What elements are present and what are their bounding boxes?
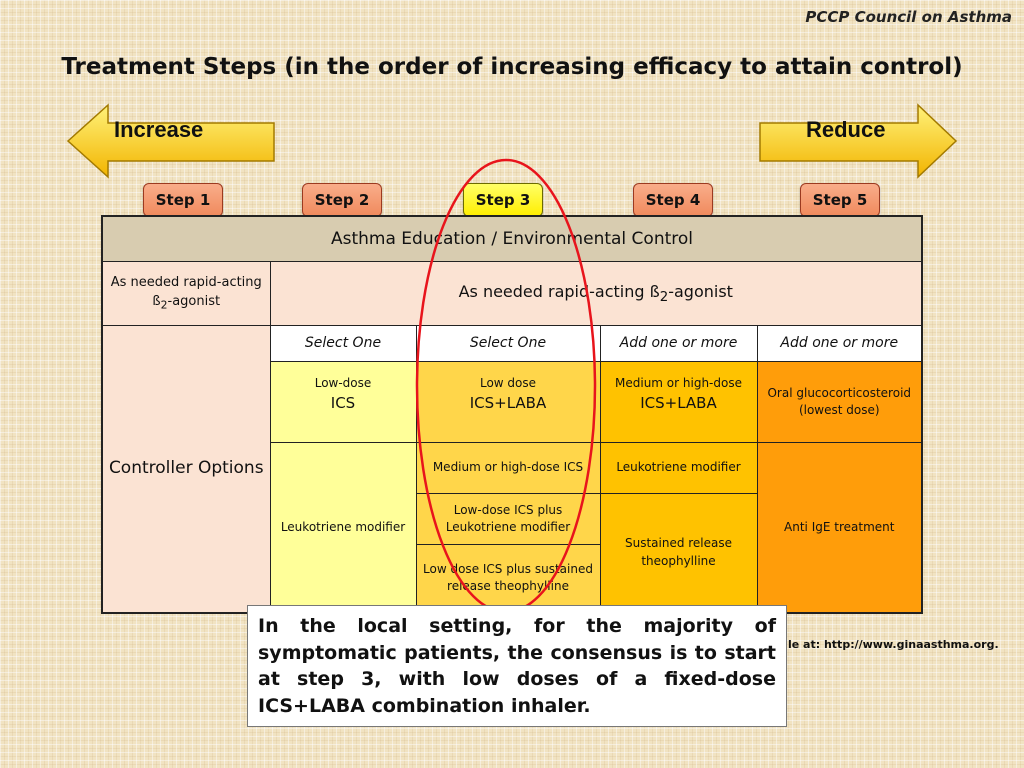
- step-3-button[interactable]: Step 3: [463, 183, 543, 217]
- step-4-button[interactable]: Step 4: [633, 183, 713, 217]
- select-header-step4: Add one or more: [599, 325, 758, 362]
- controller-options-label: Controller Options: [101, 325, 271, 613]
- rescue-step1-cell: As needed rapid-acting ß2-agonist: [101, 261, 271, 326]
- step2-leukotriene-cell: Leukotriene modifier: [269, 442, 417, 613]
- step-1-button[interactable]: Step 1: [143, 183, 223, 217]
- step4-sustained-theophylline-cell: Sustained release theophylline: [599, 493, 758, 613]
- step3-low-ics-leukotriene-cell: Low-dose ICS plus Leukotriene modifier: [415, 493, 601, 545]
- education-row: Asthma Education / Environmental Control: [101, 215, 923, 262]
- select-header-step3: Select One: [415, 325, 601, 362]
- quaternary-options-row: Low dose ICS plus sustained release theo…: [102, 544, 922, 613]
- rescue-steps2to5-cell: As needed rapid-acting ß2-agonist: [269, 261, 923, 326]
- step4-leukotriene-cell: Leukotriene modifier: [599, 442, 758, 494]
- treatment-steps-table: Asthma Education / Environmental Control…: [101, 215, 923, 614]
- reduce-arrow: Reduce: [758, 103, 958, 179]
- increase-label: Increase: [114, 117, 204, 142]
- secondary-options-row: Leukotriene modifier Medium or high-dose…: [102, 442, 923, 613]
- select-header-step5: Add one or more: [756, 325, 923, 362]
- rescue-row: As needed rapid-acting ß2-agonist As nee…: [101, 261, 923, 326]
- left-arrow-icon: [66, 103, 275, 179]
- organization-header: PCCP Council on Asthma: [805, 8, 1012, 26]
- step5-oral-steroid-cell: Oral glucocorticosteroid (lowest dose): [756, 361, 923, 443]
- education-cell: Asthma Education / Environmental Control: [101, 215, 923, 262]
- select-header-step2: Select One: [269, 325, 417, 362]
- reduce-label: Reduce: [806, 117, 886, 142]
- step3-low-ics-theophylline-cell: Low dose ICS plus sustained release theo…: [415, 544, 601, 613]
- tertiary-options-row: Low-dose ICS plus Leukotriene modifier S…: [102, 493, 922, 613]
- step-2-button[interactable]: Step 2: [302, 183, 382, 217]
- slide-title: Treatment Steps (in the order of increas…: [61, 54, 963, 80]
- consensus-note: In the local setting, for the majority o…: [247, 605, 787, 728]
- step3-highlight-ellipse: [415, 158, 597, 614]
- increase-arrow: Increase: [66, 103, 276, 179]
- step3-medium-high-ics-cell: Medium or high-dose ICS: [415, 442, 601, 494]
- right-arrow-icon: [759, 103, 958, 179]
- source-footnote: le at: http://www.ginaasthma.org.: [788, 638, 999, 651]
- step5-anti-ige-cell: Anti IgE treatment: [756, 442, 923, 613]
- select-header-row: Controller Options Select One Select One…: [101, 325, 923, 613]
- step-5-button[interactable]: Step 5: [800, 183, 880, 217]
